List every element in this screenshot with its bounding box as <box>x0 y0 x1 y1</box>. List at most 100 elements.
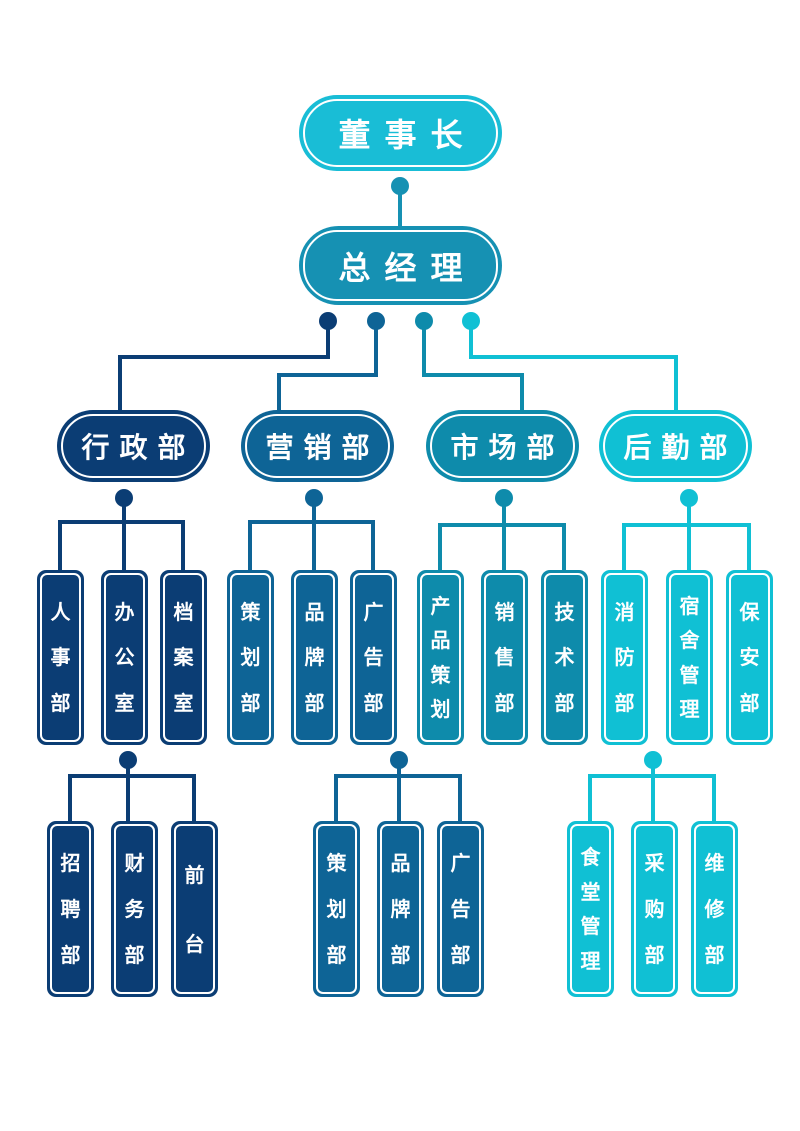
label-char: 防 <box>614 645 635 670</box>
unit-node[interactable]: 宿舍管理 <box>666 570 713 745</box>
sub-unit-node-label: 食堂管理 <box>570 824 611 994</box>
label-char: 品 <box>304 599 325 624</box>
label-char: 公 <box>114 645 135 670</box>
label-char: 前 <box>184 862 205 887</box>
sub-unit-connector <box>588 774 716 821</box>
label-char: 产 <box>430 594 451 619</box>
label-char: 策 <box>240 599 261 624</box>
sub-unit-node[interactable]: 食堂管理 <box>567 821 614 997</box>
label-char: 管 <box>580 914 601 939</box>
label-char: 品 <box>390 851 411 875</box>
label-char: 部 <box>554 691 575 716</box>
label-char: 宿 <box>679 594 700 619</box>
label-char: 事 <box>50 645 71 670</box>
sub-unit-node[interactable]: 广告部 <box>437 821 484 997</box>
dept-unit-connector <box>248 520 375 570</box>
unit-node[interactable]: 消防部 <box>601 570 648 745</box>
label-char: 划 <box>430 696 451 721</box>
label-char: 策 <box>326 851 347 875</box>
label-char: 人 <box>50 599 71 624</box>
sub-unit-node[interactable]: 前台 <box>171 821 218 997</box>
label-char: 品 <box>430 628 451 653</box>
label-char: 牌 <box>304 645 325 670</box>
unit-node-label: 人事部 <box>40 573 81 742</box>
label-char: 广 <box>450 851 471 875</box>
connector-dot <box>390 751 408 769</box>
unit-node[interactable]: 品牌部 <box>291 570 338 745</box>
label-char: 部 <box>704 943 725 967</box>
unit-node[interactable]: 技术部 <box>541 570 588 745</box>
connector-dot <box>680 489 698 507</box>
sub-unit-node-label: 前台 <box>174 824 215 994</box>
sub-unit-node-label: 策划部 <box>316 824 357 994</box>
connector-dot <box>305 489 323 507</box>
gm-dept-connector <box>118 321 330 410</box>
gm-dept-connector <box>469 321 678 410</box>
label-char: 购 <box>644 897 665 921</box>
unit-node[interactable]: 办公室 <box>101 570 148 745</box>
unit-node-label: 保安部 <box>729 573 770 742</box>
sub-unit-node-label: 财务部 <box>114 824 155 994</box>
sub-unit-connector <box>68 774 196 821</box>
label-char: 堂 <box>580 879 601 904</box>
department-node[interactable]: 后勤部 <box>599 410 752 482</box>
dept-unit-connector <box>438 523 566 570</box>
unit-node[interactable]: 策划部 <box>227 570 274 745</box>
sub-unit-node[interactable]: 采购部 <box>631 821 678 997</box>
label-char: 聘 <box>60 897 81 921</box>
label-char: 技 <box>554 599 575 624</box>
label-char: 部 <box>124 943 145 967</box>
label-char: 告 <box>363 645 384 670</box>
label-char: 部 <box>240 691 261 716</box>
connector-dot <box>115 489 133 507</box>
label-char: 室 <box>114 691 135 716</box>
label-char: 售 <box>494 645 515 670</box>
connector-dot <box>319 312 337 330</box>
sub-unit-node[interactable]: 招聘部 <box>47 821 94 997</box>
label-char: 告 <box>450 897 471 921</box>
unit-node-label: 消防部 <box>604 573 645 742</box>
label-char: 档 <box>173 599 194 624</box>
connector-dot <box>495 489 513 507</box>
label-char: 部 <box>494 691 515 716</box>
unit-node-label: 广告部 <box>353 573 394 742</box>
department-node[interactable]: 营销部 <box>241 410 394 482</box>
label-char: 部 <box>363 691 384 716</box>
unit-node[interactable]: 档案室 <box>160 570 207 745</box>
general-manager-label: 总经理 <box>303 230 498 301</box>
unit-node[interactable]: 人事部 <box>37 570 84 745</box>
label-char: 部 <box>50 691 71 716</box>
dept-unit-connector <box>58 520 185 570</box>
unit-node[interactable]: 销售部 <box>481 570 528 745</box>
department-label: 市场部 <box>430 414 575 478</box>
sub-unit-node[interactable]: 品牌部 <box>377 821 424 997</box>
department-node[interactable]: 市场部 <box>426 410 579 482</box>
label-char: 划 <box>240 645 261 670</box>
sub-unit-node-label: 采购部 <box>634 824 675 994</box>
label-char: 部 <box>304 691 325 716</box>
unit-node-label: 品牌部 <box>294 573 335 742</box>
label-char: 室 <box>173 691 194 716</box>
sub-unit-node-label: 品牌部 <box>380 824 421 994</box>
unit-node-label: 档案室 <box>163 573 204 742</box>
sub-unit-node[interactable]: 策划部 <box>313 821 360 997</box>
connector-dot <box>119 751 137 769</box>
unit-node-label: 策划部 <box>230 573 271 742</box>
label-char: 案 <box>173 645 194 670</box>
label-char: 部 <box>326 943 347 967</box>
label-char: 维 <box>704 851 725 875</box>
department-node[interactable]: 行政部 <box>57 410 210 482</box>
sub-unit-node[interactable]: 财务部 <box>111 821 158 997</box>
unit-node[interactable]: 产品策划 <box>417 570 464 745</box>
sub-unit-node[interactable]: 维修部 <box>691 821 738 997</box>
general-manager-node[interactable]: 总经理 <box>299 226 502 305</box>
sub-unit-node-label: 广告部 <box>440 824 481 994</box>
label-char: 部 <box>644 943 665 967</box>
connector-dot <box>391 177 409 195</box>
chairman-node[interactable]: 董事长 <box>299 95 502 171</box>
label-char: 销 <box>494 599 515 624</box>
unit-node[interactable]: 保安部 <box>726 570 773 745</box>
unit-node[interactable]: 广告部 <box>350 570 397 745</box>
chairman-label: 董事长 <box>303 99 498 167</box>
